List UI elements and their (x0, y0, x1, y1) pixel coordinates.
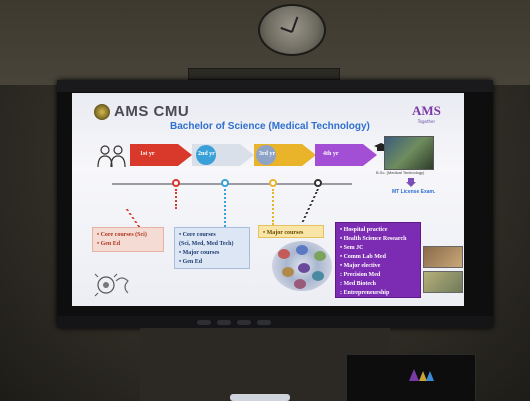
screen-button (237, 320, 251, 325)
list-item: : Med Biotech (340, 281, 376, 287)
list-item: • Major courses (179, 250, 220, 256)
list-item: : Precision Med (340, 272, 381, 278)
screen-button (257, 320, 271, 325)
floor-light (230, 394, 290, 401)
screen-button (217, 320, 231, 325)
slide-footnote (132, 299, 412, 303)
list-item: : Entrepreneurship (340, 290, 390, 296)
clock-minute-hand (280, 26, 293, 33)
ams-logo-icon: AMS Together (412, 103, 441, 124)
screen-button (197, 320, 211, 325)
timeline-line (112, 183, 352, 185)
ams-logo-tagline: Together (417, 119, 436, 124)
connector-year-2 (224, 189, 226, 227)
lab-photo (423, 271, 463, 293)
timeline-dot-year-4 (314, 179, 322, 187)
list-item: • Comm Lab Med (340, 254, 386, 260)
wall-shelf (188, 68, 340, 80)
connector-year-4 (301, 189, 319, 222)
year-4-arrow: 4th yr (315, 140, 377, 170)
timeline-dot-year-3 (269, 179, 277, 187)
year-1-arrow: 1st yr (130, 140, 192, 170)
down-arrow-icon (406, 178, 416, 187)
list-item: • Major elective (340, 263, 381, 269)
list-item: • Major courses (263, 230, 304, 236)
screen-bottom-bar (57, 316, 493, 328)
list-item: (Sci, Med, Med Tech) (179, 241, 234, 247)
connector-year-1 (125, 209, 141, 227)
major-courses-collage (272, 241, 332, 291)
year-2-box: • Core courses (Sci, Med, Med Tech) • Ma… (174, 227, 250, 269)
year-3-label: 3rd yr (259, 151, 276, 157)
brand-name: AMS CMU (114, 103, 190, 120)
graduation-photo (384, 136, 434, 170)
university-seal-icon (94, 103, 110, 120)
people-icon (97, 145, 126, 168)
list-item: • Gen Ed (179, 259, 203, 265)
list-item: • Health Science Research (340, 236, 407, 242)
timeline-dot-year-1 (172, 179, 180, 187)
hospital-photo (423, 246, 463, 268)
presentation-slide: AMS CMU Bachelor of Science (Medical Tec… (72, 93, 464, 306)
license-exam-label: MT License Exam. (392, 189, 436, 195)
wall-clock (258, 4, 326, 56)
slide-subtitle: Bachelor of Science (Medical Technology) (170, 121, 370, 132)
clock-hour-hand (291, 16, 299, 33)
list-item: • Core courses (Sci) (97, 232, 147, 238)
year-1-box: • Core courses (Sci) • Gen Ed (92, 227, 164, 252)
screen-top-bar (57, 80, 493, 92)
list-item: • Hospital practice (340, 227, 388, 233)
year-4-box: • Hospital practice • Health Science Res… (335, 222, 421, 298)
ams-sign-box (346, 354, 476, 401)
year-1-label: 1st yr (140, 151, 155, 157)
graduate-caption: B.Sc. (Medical Technology) (376, 170, 425, 175)
connector-year-3 (272, 189, 274, 225)
year-3-arrow: 3rd yr (254, 140, 316, 170)
year-4-label: 4th yr (323, 151, 339, 157)
year-2-arrow: 2nd yr (192, 140, 254, 170)
year-3-box: • Major courses (258, 225, 324, 238)
list-item: • Gen Ed (97, 241, 121, 247)
ams-logo-mark: AMS (412, 103, 441, 118)
ams-logo-icon (409, 369, 434, 381)
list-item: • Sem JC (340, 245, 364, 251)
year-2-label: 2nd yr (198, 151, 215, 157)
list-item: • Core courses (179, 232, 216, 238)
virus-icon (94, 273, 129, 297)
timeline-dot-year-2 (221, 179, 229, 187)
brand-header: AMS CMU (94, 103, 189, 120)
connector-year-1 (175, 189, 177, 209)
